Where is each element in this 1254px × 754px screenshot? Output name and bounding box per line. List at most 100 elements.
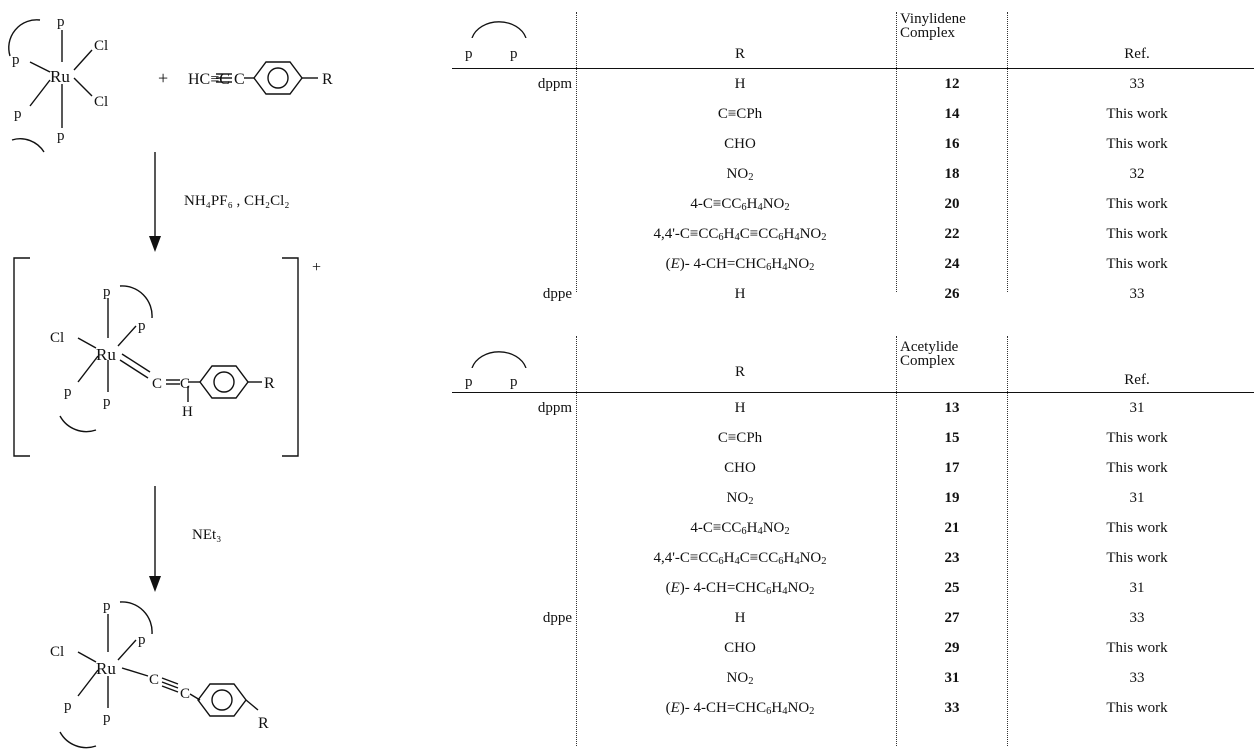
plus-sign: + <box>158 68 168 88</box>
reference-cell: 33 <box>1129 286 1145 302</box>
arrow-head-1 <box>149 236 161 252</box>
substituent-cell: C≡CPh <box>717 106 763 122</box>
complex-number-cell: 26 <box>944 286 960 302</box>
atom-c: C <box>180 686 190 702</box>
atom-c: C <box>152 376 162 392</box>
atom-h: H <box>182 404 193 420</box>
substituent-cell: NO2 <box>726 670 754 687</box>
reference-cell: 33 <box>1129 670 1145 686</box>
reference-cell: This work <box>1106 430 1168 446</box>
reference-cell: 33 <box>1129 610 1145 626</box>
substituent-cell: H <box>734 400 746 416</box>
reference-cell: 33 <box>1129 76 1145 92</box>
substituent-cell: H <box>734 610 746 626</box>
column-divider <box>1007 336 1008 746</box>
header-ligand-right: p <box>510 46 518 62</box>
header-complex: Vinylidene Complex <box>900 11 966 41</box>
atom-c: C <box>234 71 245 88</box>
cation-charge: + <box>312 259 321 276</box>
reference-cell: This work <box>1106 460 1168 476</box>
complex-number-cell: 18 <box>944 166 960 182</box>
header-ligand-left: p <box>465 46 473 62</box>
header-rule <box>452 68 1254 69</box>
header-complex-line1: Acetylide <box>900 339 959 355</box>
atom-c: C <box>180 376 190 392</box>
reference-cell: 31 <box>1129 490 1145 506</box>
substituent-cell: H <box>734 286 746 302</box>
group-r: R <box>322 71 333 88</box>
substituent-cell: 4-C≡CC6H4NO2 <box>690 196 790 213</box>
atom-ru: Ru <box>50 67 70 86</box>
complex-number-cell: 22 <box>944 226 960 242</box>
header-r: R <box>734 364 745 380</box>
header-ligand-left: p <box>465 374 473 390</box>
arrow-head-2 <box>149 576 161 592</box>
substituent-cell: (E)- 4-CH=CHC6H4NO2 <box>665 256 815 273</box>
atom-cl: Cl <box>94 94 108 110</box>
reference-cell: This work <box>1106 106 1168 122</box>
header-r: R <box>734 46 745 62</box>
atom-p: p <box>103 710 111 726</box>
atom-p: p <box>14 106 22 122</box>
reaction-scheme: p p Ru Cl Cl p p + HC≡C C R NH₄PF₆ , CH₂… <box>8 14 333 749</box>
atom-p: p <box>103 598 111 614</box>
ligand-cell: dppm <box>537 400 572 416</box>
reference-cell: This work <box>1106 550 1168 566</box>
atom-c: C <box>149 672 159 688</box>
group-r: R <box>258 715 269 732</box>
complex-number-cell: 23 <box>944 550 960 566</box>
substituent-cell: 4,4'-C≡CC6H4C≡CC6H4NO2 <box>653 550 827 567</box>
ligand-cell: dppm <box>537 76 572 92</box>
complex-number-cell: 20 <box>944 196 960 212</box>
reference-cell: This work <box>1106 700 1168 716</box>
complex-number-cell: 29 <box>944 640 960 656</box>
substituent-cell: (E)- 4-CH=CHC6H4NO2 <box>665 700 815 717</box>
atom-ru: Ru <box>96 345 116 364</box>
complex-number-cell: 16 <box>944 136 960 152</box>
header-complex-line2: Complex <box>900 353 955 369</box>
table-row: dppe H 26 33 <box>452 286 1254 314</box>
header-ligand-right: p <box>510 374 518 390</box>
header-complex: Acetylide Complex <box>900 339 959 369</box>
atom-cl: Cl <box>50 330 64 346</box>
atom-p: p <box>57 128 65 144</box>
atom-p: p <box>64 384 72 400</box>
table-row: NO2 18 32 <box>452 166 1254 194</box>
substituent-cell: CHO <box>724 136 756 152</box>
complex-number-cell: 17 <box>944 460 960 476</box>
atom-cl: Cl <box>94 38 108 54</box>
complex-number-cell: 25 <box>944 580 960 596</box>
atom-p: p <box>138 632 146 648</box>
atom-p: p <box>12 52 20 68</box>
reagent-1: NH₄PF₆ , CH₂Cl₂ <box>184 193 290 209</box>
ligand-cell: dppe <box>542 286 572 302</box>
substituent-cell: NO2 <box>726 166 754 183</box>
atom-p: p <box>103 284 111 300</box>
header-complex-line2: Complex <box>900 25 955 41</box>
reference-cell: 32 <box>1129 166 1145 182</box>
substituent-cell: NO2 <box>726 490 754 507</box>
table-row: (E)- 4-CH=CHC6H4NO2 33 This work <box>452 700 1254 728</box>
header-complex-line1: Vinylidene <box>900 11 966 27</box>
complex-number-cell: 12 <box>944 76 960 92</box>
column-divider <box>896 12 897 292</box>
table-row: 4,4'-C≡CC6H4C≡CC6H4NO2 23 This work <box>452 550 1254 578</box>
reference-cell: 31 <box>1129 580 1145 596</box>
atom-p: p <box>103 394 111 410</box>
atom-ru: Ru <box>96 659 116 678</box>
complex-number-cell: 33 <box>944 700 960 716</box>
complex-number-cell: 27 <box>944 610 960 626</box>
substituent-cell: 4-C≡CC6H4NO2 <box>690 520 790 537</box>
